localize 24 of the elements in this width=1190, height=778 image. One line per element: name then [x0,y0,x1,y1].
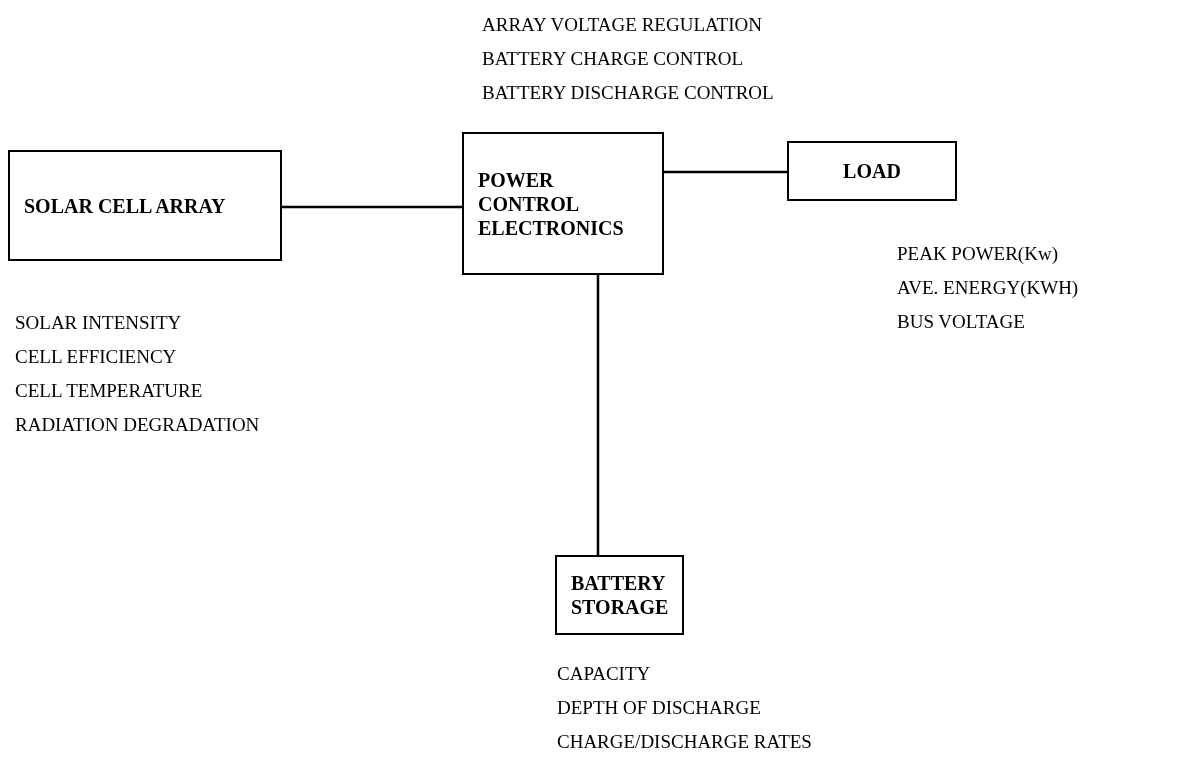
parameter-text: BATTERY DISCHARGE CONTROL [482,81,774,105]
parameter-text: RADIATION DEGRADATION [15,413,260,437]
block-box [787,141,957,201]
parameter-text: SOLAR INTENSITY [15,311,183,335]
connector-line [664,170,787,174]
parameter-text: BATTERY CHARGE CONTROL [482,47,745,71]
parameter-text: PEAK POWER(Kw) [897,242,1059,266]
block-box [8,150,282,261]
connector-line [596,275,600,555]
parameter-text: CAPACITY [557,662,652,686]
block-label: POWER CONTROL ELECTRONICS [478,167,625,240]
parameter-text: CELL TEMPERATURE [15,379,204,403]
block-box [462,132,664,275]
block-label: LOAD [843,159,901,183]
parameter-text: ARRAY VOLTAGE REGULATION [482,13,763,37]
block-label: SOLAR CELL ARRAY [24,193,226,218]
parameter-text: CELL EFFICIENCY [15,345,178,369]
block-label: BATTERY STORAGE [571,571,669,619]
connector-line [282,205,462,209]
parameter-text: CHARGE/DISCHARGE RATES [557,730,812,754]
parameter-text: DEPTH OF DISCHARGE [557,696,762,720]
parameter-text: BUS VOLTAGE [897,310,1026,334]
parameter-text: AVE. ENERGY(KWH) [897,276,1079,300]
block-box [555,555,684,635]
